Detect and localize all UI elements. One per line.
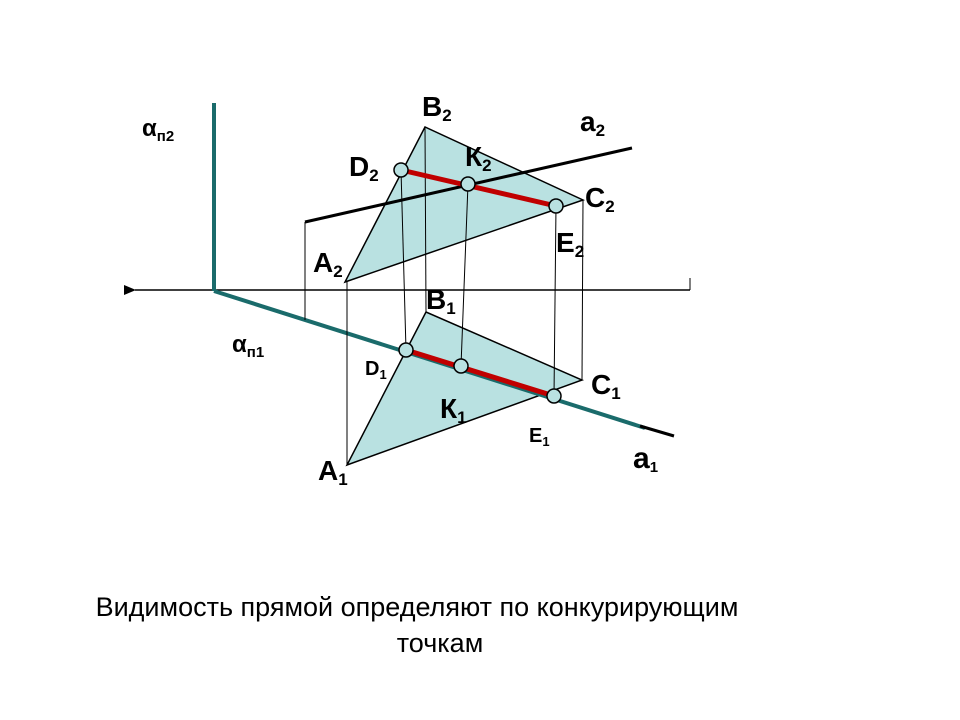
segment-D2-E2 xyxy=(400,167,557,209)
point-D1 xyxy=(398,342,414,358)
segment-D1-E1 xyxy=(405,347,555,399)
label-E1: E1 xyxy=(529,425,550,449)
label-a2: a2 xyxy=(580,106,605,140)
label-B1: B1 xyxy=(426,284,456,318)
caption-line-1: Видимость прямой определяют по конкуриру… xyxy=(95,592,739,622)
point-K1 xyxy=(453,358,469,374)
label-B2: B2 xyxy=(422,91,452,125)
label-alpha-p1: αп1 xyxy=(232,331,264,361)
label-C1: C1 xyxy=(591,369,621,403)
point-E2 xyxy=(548,198,564,214)
triangle-top-projection xyxy=(345,311,585,467)
link-E xyxy=(553,205,557,397)
label-A2: A2 xyxy=(313,247,343,281)
link-K xyxy=(460,183,469,367)
label-C2: C2 xyxy=(585,182,615,216)
label-a1: a1 xyxy=(633,442,658,476)
label-A1: A1 xyxy=(318,455,348,489)
caption-line-2: точкам xyxy=(396,628,484,658)
construction-lines xyxy=(304,126,584,465)
link-C xyxy=(581,199,584,381)
label-D1: D1 xyxy=(365,358,387,382)
label-K2: К2 xyxy=(465,141,492,175)
points xyxy=(393,162,564,404)
link-D xyxy=(400,169,407,351)
point-K2 xyxy=(460,176,476,192)
point-E1 xyxy=(546,388,562,404)
point-D2 xyxy=(393,162,409,178)
label-alpha-p2: αп2 xyxy=(142,115,174,145)
label-D2: D2 xyxy=(349,151,379,185)
link-B xyxy=(424,126,427,313)
label-E2: E2 xyxy=(556,227,584,261)
label-K1: К1 xyxy=(440,393,467,427)
line-a1-extension xyxy=(639,424,675,438)
